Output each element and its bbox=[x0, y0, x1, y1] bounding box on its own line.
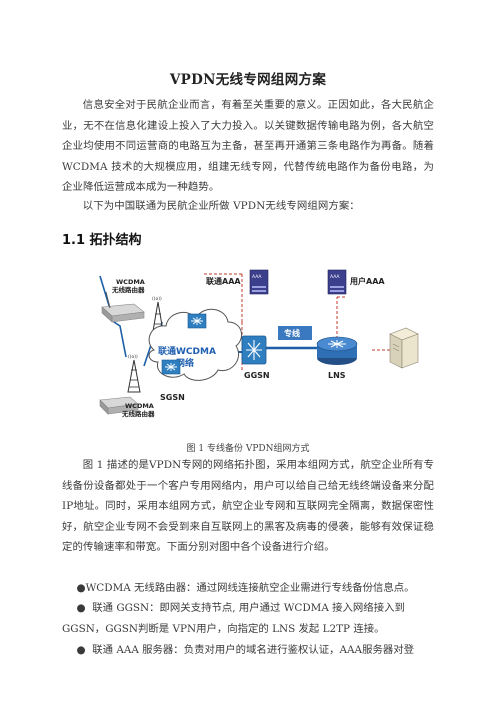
aaa-right-box-text: AAA bbox=[330, 274, 340, 280]
enterprise-server-icon bbox=[389, 327, 419, 369]
router-top-label-1: WCDMA bbox=[116, 278, 145, 286]
aaa-server-right-icon bbox=[327, 269, 347, 295]
cloud-switch-top-icon bbox=[187, 313, 207, 329]
bullet-item-1: ●WCDMA 无线路由器：通过网线连接航空企业需进行专线备份信息点。 bbox=[62, 578, 434, 599]
topology-diagram: WCDMA 无线路由器 ((o)) ((o)) WCDMA 无线路由器 bbox=[99, 269, 419, 418]
figure-caption: 图 1 专线备份 VPDN组网方式 bbox=[186, 444, 310, 454]
wcdma-router-top-icon bbox=[101, 291, 145, 323]
body-paragraph-1: 图 1 描述的是VPDN专网的网络拓扑图，采用本组网方式，航空企业所有专线备份设… bbox=[62, 459, 434, 553]
wcdma-router-bottom-icon bbox=[99, 396, 139, 415]
intro-paragraph-1: 信息安全对于民航企业而言，有着至关重要的意义。正因如此，各大民航企业，无不在信息… bbox=[62, 99, 434, 193]
ggsn-label: GGSN bbox=[244, 371, 270, 380]
cell-tower-bottom-icon bbox=[127, 359, 141, 393]
lns-label: LNS bbox=[328, 371, 346, 380]
ggsn-switch-icon bbox=[241, 335, 267, 365]
aaa-right-label: 用户AAA bbox=[349, 276, 385, 286]
bullet-dot: ● bbox=[76, 582, 86, 594]
router-bottom-label-1: WCDMA bbox=[125, 402, 154, 410]
sgsn-label: SGSN bbox=[160, 393, 185, 402]
aaa-left-box-text: AAA bbox=[252, 274, 262, 280]
router-bottom-label-2: 无线路由器 bbox=[121, 409, 155, 418]
bullet-item-2: ● 联通 GGSN：即网关支持节点, 用户通过 WCDMA 接入网络接入到GGS… bbox=[62, 598, 434, 639]
bullet-item-3: ● 联通 AAA 服务器：负责对用户的域名进行鉴权认证，AAA服务器对登 bbox=[62, 640, 434, 661]
aaa-server-left-icon bbox=[249, 269, 269, 295]
cloud-switch-bottom-icon bbox=[161, 359, 181, 375]
dedicated-line-label: 专线 bbox=[284, 328, 300, 338]
router-top-label-2: 无线路由器 bbox=[111, 285, 145, 294]
bullet-text-2: 联通 GGSN：即网关支持节点, 用户通过 WCDMA 接入网络接入到GGSN，… bbox=[62, 602, 405, 635]
section-heading: 1.1 拓扑结构 bbox=[62, 233, 142, 248]
bullet-dot: ● bbox=[76, 644, 86, 656]
cloud-label-1: 联通WCDMA bbox=[158, 345, 216, 357]
intro-paragraph-2: 以下为中国联通为民航企业所做 VPDN无线专网组网方案： bbox=[82, 200, 360, 212]
bullet-text-1: WCDMA 无线路由器：通过网线连接航空企业需进行专线备份信息点。 bbox=[85, 582, 415, 594]
antenna-signal-bottom: ((o)) bbox=[128, 354, 138, 360]
cloud-label-2: 网络 bbox=[176, 357, 194, 369]
dedicated-line-badge bbox=[278, 326, 312, 340]
antenna-signal-top: ((o)) bbox=[152, 296, 162, 302]
lns-router-icon bbox=[316, 336, 358, 365]
bullet-text-3: 联通 AAA 服务器：负责对用户的域名进行鉴权认证，AAA服务器对登 bbox=[92, 644, 415, 656]
document-title: VPDN无线专网组网方案 bbox=[169, 72, 327, 88]
aaa-left-label: 联通AAA bbox=[206, 276, 241, 286]
bullet-dot: ● bbox=[76, 602, 86, 614]
